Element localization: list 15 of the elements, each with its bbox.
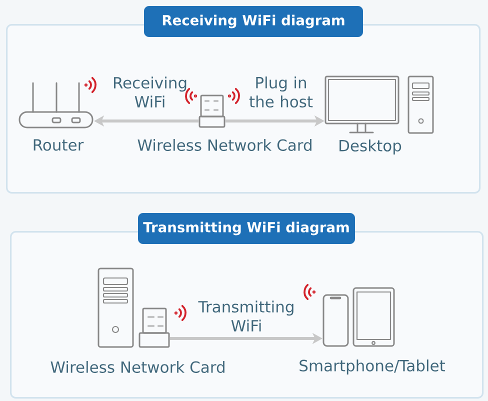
heading-banner: Receiving WiFi diagram bbox=[144, 6, 363, 37]
phone-and-tablet-icon bbox=[322, 287, 395, 347]
device-label: Desktop bbox=[340, 140, 402, 154]
heading-banner: Transmitting WiFi diagram bbox=[138, 213, 355, 244]
device-label: Wireless Network Card bbox=[138, 139, 312, 151]
edge-label: Receiving WiFi bbox=[114, 76, 186, 108]
edge-label: Transmitting WiFi bbox=[198, 300, 294, 332]
computer-with-usb-adapter-icon bbox=[98, 268, 170, 348]
device-label: Router bbox=[34, 139, 84, 151]
device-label: Smartphone/Tablet bbox=[300, 360, 446, 374]
usb-adapter-icon bbox=[198, 94, 226, 128]
edge-label: Plug in the host bbox=[249, 76, 313, 108]
desktop-computer-icon bbox=[324, 76, 434, 134]
router-icon bbox=[18, 82, 94, 128]
device-label: Wireless Network Card bbox=[50, 361, 224, 373]
